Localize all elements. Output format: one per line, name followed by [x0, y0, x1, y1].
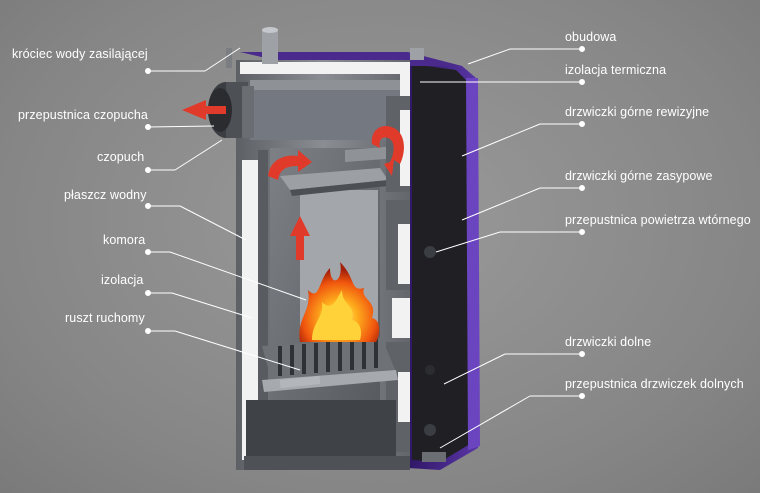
label-krociec-wody: króciec wody zasilającej [12, 47, 148, 61]
leader-lines [145, 46, 585, 449]
label-obudowa: obudowa [565, 30, 617, 44]
boiler-body [236, 60, 410, 470]
label-czopuch: czopuch [97, 150, 145, 164]
label-przepustnica-czopucha: przepustnica czopucha [18, 108, 148, 122]
label-drzwiczki-gorne-zasypowe: drzwiczki górne zasypowe [565, 169, 713, 183]
label-drzwiczki-gorne-rewizyjne: drzwiczki górne rewizyjne [565, 105, 710, 119]
flow-arrows [182, 100, 404, 260]
moving-grate [262, 338, 398, 392]
label-izolacja-termiczna: izolacja termiczna [565, 63, 667, 77]
outer-casing [240, 52, 480, 470]
label-przepustnica-drzwiczek-dolnych: przepustnica drzwiczek dolnych [565, 377, 744, 391]
water-supply-pipe [226, 27, 424, 68]
label-izolacja: izolacja [101, 273, 144, 287]
label-przepustnica-powietrza-wtornego: przepustnica powietrza wtórnego [565, 213, 751, 227]
label-drzwiczki-dolne: drzwiczki dolne [565, 335, 652, 349]
fire [299, 262, 380, 342]
label-ruszt-ruchomy: ruszt ruchomy [65, 311, 145, 325]
label-plaszcz-wodny: płaszcz wodny [64, 188, 147, 202]
label-komora: komora [103, 233, 146, 247]
door-handles [422, 246, 446, 462]
